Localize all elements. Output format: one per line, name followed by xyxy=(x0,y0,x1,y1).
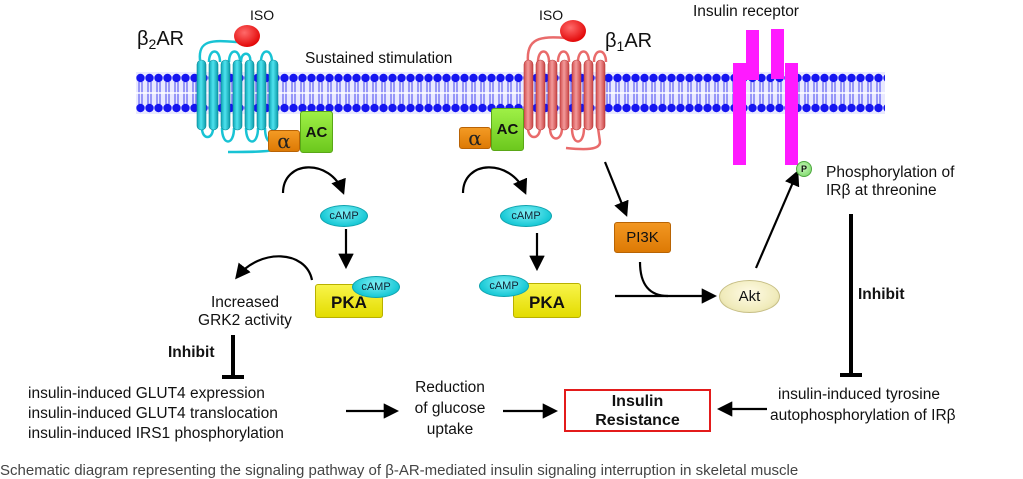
iso-ligand-right xyxy=(560,20,586,42)
insulin-receptor-label: Insulin receptor xyxy=(693,3,799,20)
adenylyl-cyclase-right: AC xyxy=(491,108,524,151)
arrows-right-pathway xyxy=(461,161,800,304)
sustained-stimulation-label: Sustained stimulation xyxy=(305,50,453,67)
camp-right: cAMP xyxy=(500,205,552,227)
inhibit-label-left: Inhibit xyxy=(168,344,215,361)
g-alpha-subunit-right: α xyxy=(459,126,491,150)
pi3k-box: PI3K xyxy=(614,222,671,253)
iso-label-left: ISO xyxy=(250,7,275,23)
insulin-receptor xyxy=(733,29,798,165)
iso-label-right: ISO xyxy=(539,7,564,23)
phosphate-icon: P xyxy=(796,161,812,177)
inhibit-bar-left xyxy=(222,335,244,379)
beta1-adrenergic-receptor xyxy=(523,36,608,151)
inhibit-bar-right xyxy=(840,214,862,377)
figure-caption: Schematic diagram representing the signa… xyxy=(0,462,799,479)
beta2-adrenergic-receptor xyxy=(196,39,279,154)
beta1ar-label: β1AR xyxy=(605,30,653,55)
camp-right-bound: cAMP xyxy=(479,275,529,297)
iso-ligand-left xyxy=(234,25,260,47)
akt-ellipse: Akt xyxy=(719,280,780,313)
inhibit-label-right: Inhibit xyxy=(858,286,905,303)
camp-left: cAMP xyxy=(320,205,368,227)
arrows-bottom xyxy=(346,401,767,419)
glut4-effects-list: insulin-induced GLUT4 expression insulin… xyxy=(28,385,284,442)
adenylyl-cyclase-left: AC xyxy=(300,111,333,153)
beta2ar-label: β2AR xyxy=(137,28,185,53)
arrows-left-pathway xyxy=(235,166,354,281)
g-alpha-subunit-left: α xyxy=(268,129,300,153)
camp-left-bound: cAMP xyxy=(352,276,400,298)
